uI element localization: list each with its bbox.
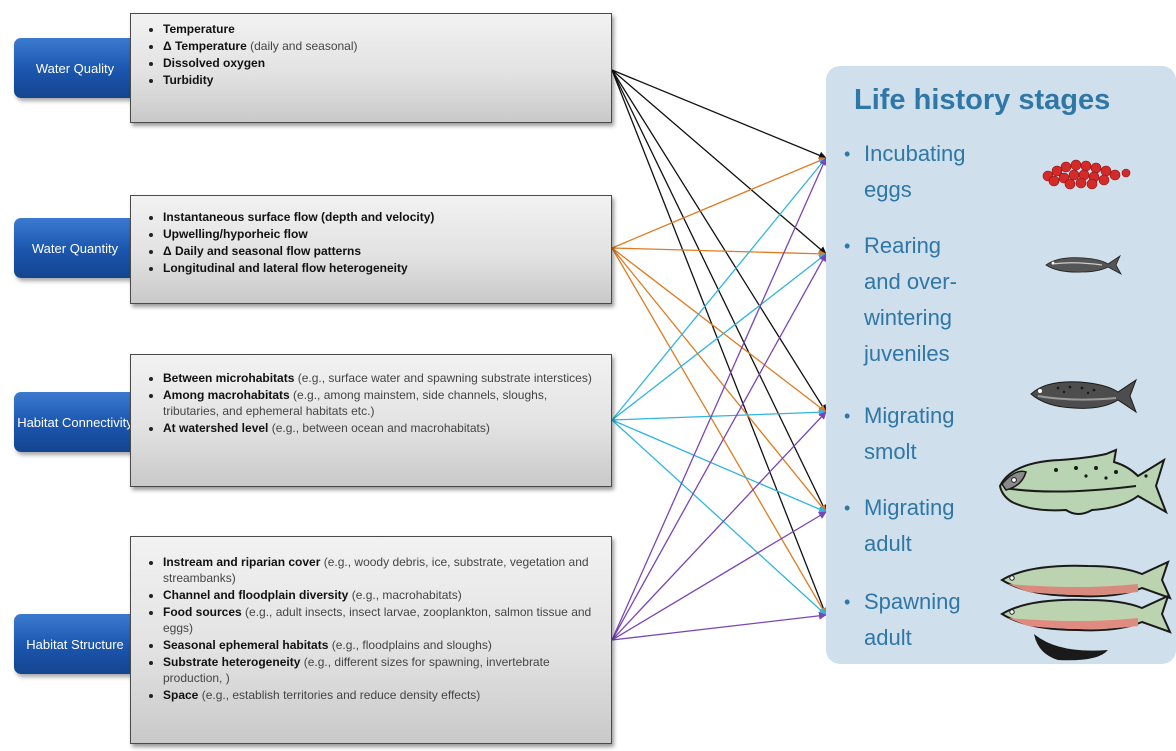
factor-item: Δ Temperature (daily and seasonal): [163, 38, 601, 54]
factor-detail: (e.g., surface water and spawning substr…: [294, 371, 592, 385]
connection-arrow: [611, 247, 827, 616]
stage-migrating-adult: • Migrating adult: [844, 490, 994, 562]
factor-detail: (e.g., adult insects, insect larvae, zoo…: [163, 605, 592, 635]
connection-arrow: [611, 611, 827, 641]
connection-arrow: [611, 247, 827, 258]
life-history-panel: Life history stages • Incubating eggs • …: [826, 66, 1176, 664]
factor-item: Space (e.g., establish territories and r…: [163, 687, 601, 703]
factor-name: Seasonal ephemeral habitats: [163, 638, 329, 652]
stage-label: Rearing and over-wintering juveniles: [864, 233, 957, 366]
connection-arrow: [611, 411, 827, 641]
connection-arrow: [611, 511, 827, 641]
connection-arrow: [611, 157, 827, 641]
stage-label: Incubating eggs: [864, 141, 966, 202]
stage-bullet: •: [844, 144, 851, 164]
category-habitat-structure: Habitat Structure: [14, 614, 136, 674]
factor-name: Upwelling/hyporheic flow: [163, 227, 308, 241]
factor-item: Upwelling/hyporheic flow: [163, 226, 601, 242]
factor-name: Longitudinal and lateral flow heterogene…: [163, 261, 408, 275]
stage-spawning-adult: • Spawning adult: [844, 584, 994, 656]
factor-detail: (e.g., between ocean and macrohabitats): [268, 421, 490, 435]
stage-rearing-juveniles: • Rearing and over-wintering juveniles: [844, 228, 969, 372]
connection-arrow: [611, 253, 827, 641]
factor-name: Instream and riparian cover: [163, 555, 321, 569]
connection-arrow: [611, 408, 827, 421]
connection-arrow: [611, 419, 827, 513]
spawning-salmon-icon: [1000, 560, 1172, 661]
factor-name: Δ Daily and seasonal flow patterns: [163, 244, 362, 258]
factor-list: Instantaneous surface flow (depth and ve…: [143, 209, 601, 276]
factor-box-habitat-connectivity: Between microhabitats (e.g., surface wat…: [130, 354, 612, 487]
factor-item: Dissolved oxygen: [163, 55, 601, 71]
stage-label: Migrating adult: [864, 495, 955, 556]
factor-item: Substrate heterogeneity (e.g., different…: [163, 654, 601, 686]
juvenile-fish-icon: [1045, 254, 1123, 275]
factor-name: Temperature: [163, 22, 235, 36]
stage-bullet: •: [844, 406, 851, 426]
factor-detail: (e.g., woody debris, ice, substrate, veg…: [163, 555, 589, 585]
panel-title: Life history stages: [854, 84, 1111, 116]
factor-name: Turbidity: [163, 73, 214, 87]
factor-box-habitat-structure: Instream and riparian cover (e.g., woody…: [130, 536, 612, 744]
factor-item: At watershed level (e.g., between ocean …: [163, 420, 601, 436]
factor-detail: (e.g., floodplains and sloughs): [328, 638, 492, 652]
connection-arrow: [611, 69, 827, 413]
factor-list: Temperature Δ Temperature (daily and seas…: [143, 21, 601, 88]
factor-list: Instream and riparian cover (e.g., woody…: [143, 554, 601, 703]
factor-name: At watershed level: [163, 421, 269, 435]
factor-name: Channel and floodplain diversity: [163, 588, 349, 602]
factor-name: Among macrohabitats: [163, 388, 290, 402]
category-habitat-connectivity: Habitat Connectivity: [14, 392, 136, 452]
stage-bullet: •: [844, 236, 851, 256]
factor-item: Temperature: [163, 21, 601, 37]
factor-item: Among macrohabitats (e.g., among mainste…: [163, 387, 601, 419]
factor-name: Between microhabitats: [163, 371, 295, 385]
factor-item: Instantaneous surface flow (depth and ve…: [163, 209, 601, 225]
connection-arrow: [611, 69, 828, 616]
factor-list: Between microhabitats (e.g., surface wat…: [143, 370, 601, 436]
factor-name: Instantaneous surface flow (depth and ve…: [163, 210, 435, 224]
factor-box-water-quality: Temperature Δ Temperature (daily and seas…: [130, 13, 612, 123]
connection-arrow: [611, 419, 827, 616]
factor-name: Dissolved oxygen: [163, 56, 266, 70]
factor-item: Channel and floodplain diversity (e.g., …: [163, 587, 601, 603]
factor-name: Substrate heterogeneity: [163, 655, 301, 669]
factor-item: Instream and riparian cover (e.g., woody…: [163, 554, 601, 586]
connection-arrow: [611, 157, 827, 249]
connection-arrow: [611, 69, 827, 159]
stage-incubating-eggs: • Incubating eggs: [844, 136, 994, 208]
factor-detail: (daily and seasonal): [246, 39, 358, 53]
factor-detail: (e.g., macrohabitats): [348, 588, 462, 602]
connection-arrow: [611, 247, 827, 513]
factor-name: Food sources: [163, 605, 242, 619]
connection-arrow: [611, 247, 827, 413]
factor-detail: (e.g., establish territories and reduce …: [198, 688, 481, 702]
factor-box-water-quantity: Instantaneous surface flow (depth and ve…: [130, 195, 612, 304]
factor-name: Space: [163, 688, 199, 702]
category-water-quality: Water Quality: [14, 38, 136, 98]
salmon-eggs-icon: [1042, 159, 1131, 190]
factor-detail: (e.g., among mainstem, side channels, sl…: [163, 388, 548, 418]
category-water-quantity: Water Quantity: [14, 218, 136, 278]
factor-item: Longitudinal and lateral flow heterogene…: [163, 260, 601, 276]
factor-detail: (e.g., different sizes for spawning, inv…: [163, 655, 550, 685]
adult-salmon-icon: [998, 448, 1168, 515]
stage-bullet: •: [844, 592, 851, 612]
factor-item: Δ Daily and seasonal flow patterns: [163, 243, 601, 259]
connection-arrow: [611, 253, 827, 421]
factor-name: Δ Temperature: [163, 39, 247, 53]
stage-bullet: •: [844, 498, 851, 518]
connection-arrow: [611, 69, 827, 255]
stage-label: Spawning adult: [864, 589, 961, 650]
stage-label: Migrating smolt: [864, 403, 955, 464]
factor-item: Seasonal ephemeral habitats (e.g., flood…: [163, 637, 601, 653]
connection-arrow: [611, 69, 827, 513]
factor-item: Food sources (e.g., adult insects, insec…: [163, 604, 601, 636]
factor-item: Between microhabitats (e.g., surface wat…: [163, 370, 601, 386]
connection-arrow: [611, 157, 827, 421]
factor-item: Turbidity: [163, 72, 601, 88]
smolt-fish-icon: [1030, 378, 1138, 414]
stage-migrating-smolt: • Migrating smolt: [844, 398, 994, 470]
